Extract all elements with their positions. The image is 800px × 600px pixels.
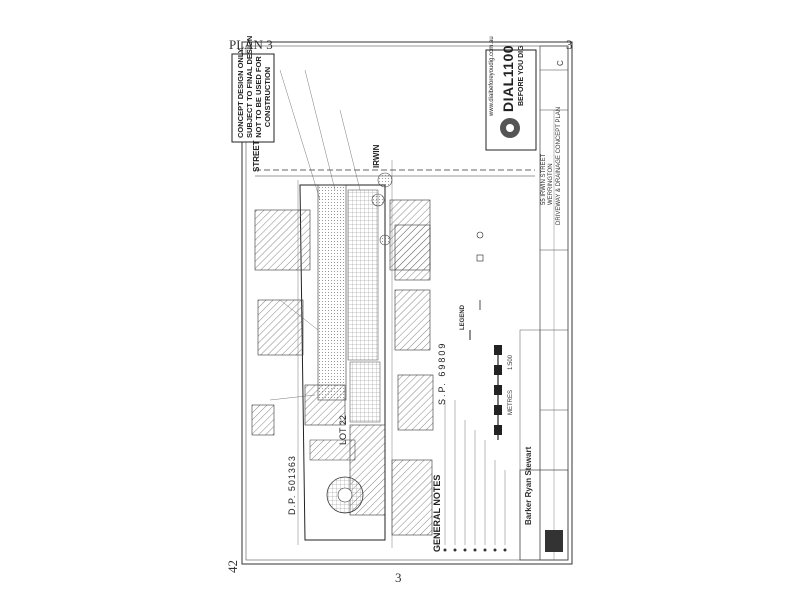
sp-label: S.P. 69809 [437,341,447,405]
scale-metres: METRES [508,389,514,415]
revision: C [556,60,565,66]
scale-ratio: 1:500 [508,354,514,370]
scale-bar [494,345,502,440]
sheet-border [241,41,573,565]
stamp-line-1: CONCEPT DESIGN ONLY [236,48,245,138]
dial-number: DIAL1100 [500,44,516,112]
dial-website: www.dialbeforeyoudig.com.au [489,36,495,116]
lot-label: LOT 22 [338,415,348,445]
drawing-title: DRIVEWAY & DRAINAGE CONCEPT PLAN [556,106,562,225]
company-name: Barker Ryan Stewart [524,446,533,525]
street-label: STREET [252,140,261,172]
concept-stamp-box [231,53,275,143]
dial-tagline: BEFORE YOU DIG [518,45,525,106]
existing-building [254,209,311,271]
legend-title: LEGEND [460,304,466,330]
title-strip [519,329,541,561]
dp-label: D.P. 501363 [287,455,297,515]
dial-before-you-dig [485,49,537,151]
notes-markers [443,548,507,552]
stamp-line-2: SUBJECT TO FINAL DESIGN [245,35,254,138]
lot-boundary [299,184,386,541]
stamp-line-4: CONSTRUCTION [263,66,272,128]
tree-icon [377,172,393,188]
general-notes-title: GENERAL NOTES [432,474,442,552]
address-line-1: 55 IRWIN STREET [541,153,547,205]
concept-stamp: CONCEPT DESIGN ONLY SUBJECT TO FINAL DES… [236,35,272,138]
address-line-2: WERRINGTON [548,163,554,205]
site-plan [251,69,535,552]
driveway [317,184,347,401]
corner-page-number: 3 [566,37,573,52]
bottom-number: 3 [395,570,402,585]
company-logo-mark [545,530,563,552]
plan-label: PLAN 3 [229,37,273,52]
irwin-label: IRWIN [372,144,381,168]
legend-symbols [469,231,484,340]
stamp-line-3: NOT TO BE USED FOR [254,56,263,138]
title-block [519,45,569,561]
